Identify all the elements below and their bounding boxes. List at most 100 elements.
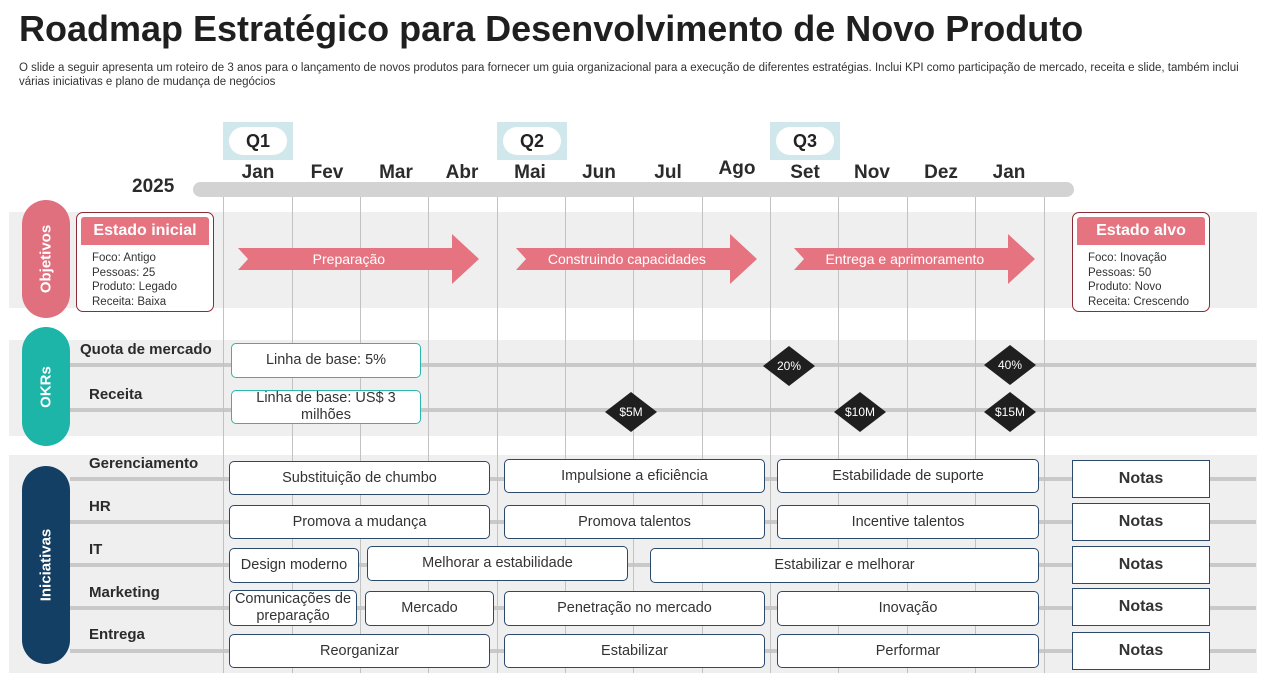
initiative-box: Penetração no mercado xyxy=(504,591,765,626)
quarter-label: Q1 xyxy=(229,127,287,155)
month-gridline xyxy=(497,196,498,673)
phase-arrow: Preparação xyxy=(238,234,479,284)
objetivos-section-pill: Objetivos xyxy=(22,200,70,318)
month-gridline xyxy=(702,196,703,673)
initiative-label-it: IT xyxy=(89,541,103,558)
initial-state-line: Pessoas: 25 xyxy=(92,266,156,279)
month-label: Jan xyxy=(992,162,1026,183)
notes-box: Notas xyxy=(1072,632,1210,670)
okr-label-revenue: Receita xyxy=(89,386,143,403)
iniciativas-section-pill: Iniciativas xyxy=(22,466,70,664)
initiative-box: Estabilizar xyxy=(504,634,765,668)
initial-state-line: Receita: Baixa xyxy=(92,295,167,308)
target-state-line: Produto: Novo xyxy=(1088,281,1162,293)
phase-label: Construindo capacidades xyxy=(547,251,706,267)
initiative-label-entrega: Entrega xyxy=(89,626,145,643)
month-label: Jun xyxy=(582,162,616,183)
okr-line-market xyxy=(70,363,1256,367)
initial-state-title: Estado inicial xyxy=(81,217,209,245)
initiative-box: Reorganizar xyxy=(229,634,490,668)
initiative-box: Performar xyxy=(777,634,1039,668)
okr-label-market: Quota de mercado xyxy=(80,341,212,358)
initiative-label-gerenciamento: Gerenciamento xyxy=(89,455,199,472)
target-state-title: Estado alvo xyxy=(1077,217,1205,245)
month-gridline xyxy=(975,196,976,673)
month-gridline xyxy=(292,196,293,673)
initiative-label-hr: HR xyxy=(89,498,111,515)
initial-state-line: Produto: Legado xyxy=(92,281,178,293)
initiative-box: Estabilidade de suporte xyxy=(777,459,1039,493)
okrs-section-pill: OKRs xyxy=(22,327,70,446)
section-label: Iniciativas xyxy=(37,528,55,602)
phase-arrow: Entrega e aprimoramento xyxy=(794,234,1035,284)
okr-milestone-diamond: 20% xyxy=(763,346,815,386)
initiative-box: Design moderno xyxy=(229,548,359,583)
phase-label: Entrega e aprimoramento xyxy=(825,251,985,267)
month-gridline xyxy=(360,196,361,673)
month-gridline xyxy=(907,196,908,673)
milestone-label: 20% xyxy=(776,359,802,373)
notes-box: Notas xyxy=(1072,460,1210,498)
month-label: Abr xyxy=(445,162,479,183)
initiative-box: Impulsione a eficiência xyxy=(504,459,765,493)
year-label: 2025 xyxy=(132,176,175,197)
initiative-box: Comunicações de preparação xyxy=(229,590,357,626)
target-state-line: Foco: Inovação xyxy=(1088,252,1167,264)
month-label: Set xyxy=(790,162,820,183)
okr-baseline-revenue: Linha de base: US$ 3 milhões xyxy=(231,390,421,424)
okr-milestone-diamond: $5M xyxy=(605,392,657,432)
month-label: Jul xyxy=(654,162,682,183)
okr-baseline-market: Linha de base: 5% xyxy=(231,343,421,378)
initiative-label-marketing: Marketing xyxy=(89,584,160,601)
page-subtitle: O slide a seguir apresenta um roteiro de… xyxy=(19,62,1239,88)
initiative-box: Promova talentos xyxy=(504,505,765,539)
month-gridline xyxy=(1044,196,1045,673)
quarter-q1: Q1 xyxy=(223,122,293,160)
initial-state-line: Foco: Antigo xyxy=(92,252,156,264)
section-label: OKRs xyxy=(37,365,55,408)
milestone-label: $10M xyxy=(844,405,876,419)
notes-box: Notas xyxy=(1072,546,1210,584)
okr-line-revenue xyxy=(70,408,1256,412)
month-gridline xyxy=(633,196,634,673)
okr-milestone-diamond: $15M xyxy=(984,392,1036,432)
initiative-box: Melhorar a estabilidade xyxy=(367,546,628,581)
quarter-q3: Q3 xyxy=(770,122,840,160)
phase-arrow: Construindo capacidades xyxy=(516,234,757,284)
initiative-box: Inovação xyxy=(777,591,1039,626)
milestone-label: $5M xyxy=(619,405,643,419)
page-title: Roadmap Estratégico para Desenvolvimento… xyxy=(19,8,1084,49)
okr-milestone-diamond: $10M xyxy=(834,392,886,432)
target-state-card: Estado alvo Foco: Inovação Pessoas: 50 P… xyxy=(1072,212,1210,312)
initiative-box: Promova a mudança xyxy=(229,505,490,539)
milestone-label: 40% xyxy=(997,358,1023,372)
month-gridline xyxy=(565,196,566,673)
month-label: Ago xyxy=(718,158,756,179)
month-gridline xyxy=(770,196,771,673)
quarter-label: Q2 xyxy=(503,127,561,155)
month-label: Jan xyxy=(241,162,275,183)
initial-state-card: Estado inicial Foco: Antigo Pessoas: 25 … xyxy=(76,212,214,312)
quarter-label: Q3 xyxy=(776,127,834,155)
initiative-box: Mercado xyxy=(365,591,494,626)
phase-label: Preparação xyxy=(312,251,386,267)
okr-milestone-diamond: 40% xyxy=(984,345,1036,385)
initiative-box: Incentive talentos xyxy=(777,505,1039,539)
target-state-line: Receita: Crescendo xyxy=(1088,295,1189,308)
target-state-line: Pessoas: 50 xyxy=(1088,266,1152,279)
timeline-bar xyxy=(193,182,1074,197)
initiative-box: Substituição de chumbo xyxy=(229,461,490,495)
month-label: Dez xyxy=(924,162,958,183)
month-label: Nov xyxy=(854,162,890,183)
section-label: Objetivos xyxy=(37,224,55,294)
month-gridline xyxy=(223,196,224,673)
month-label: Mai xyxy=(514,162,546,183)
initiative-box: Estabilizar e melhorar xyxy=(650,548,1039,583)
milestone-label: $15M xyxy=(994,405,1026,419)
notes-box: Notas xyxy=(1072,588,1210,626)
notes-box: Notas xyxy=(1072,503,1210,541)
month-gridline xyxy=(838,196,839,673)
month-label: Fev xyxy=(310,162,344,183)
month-label: Mar xyxy=(379,162,413,183)
month-gridline xyxy=(428,196,429,673)
